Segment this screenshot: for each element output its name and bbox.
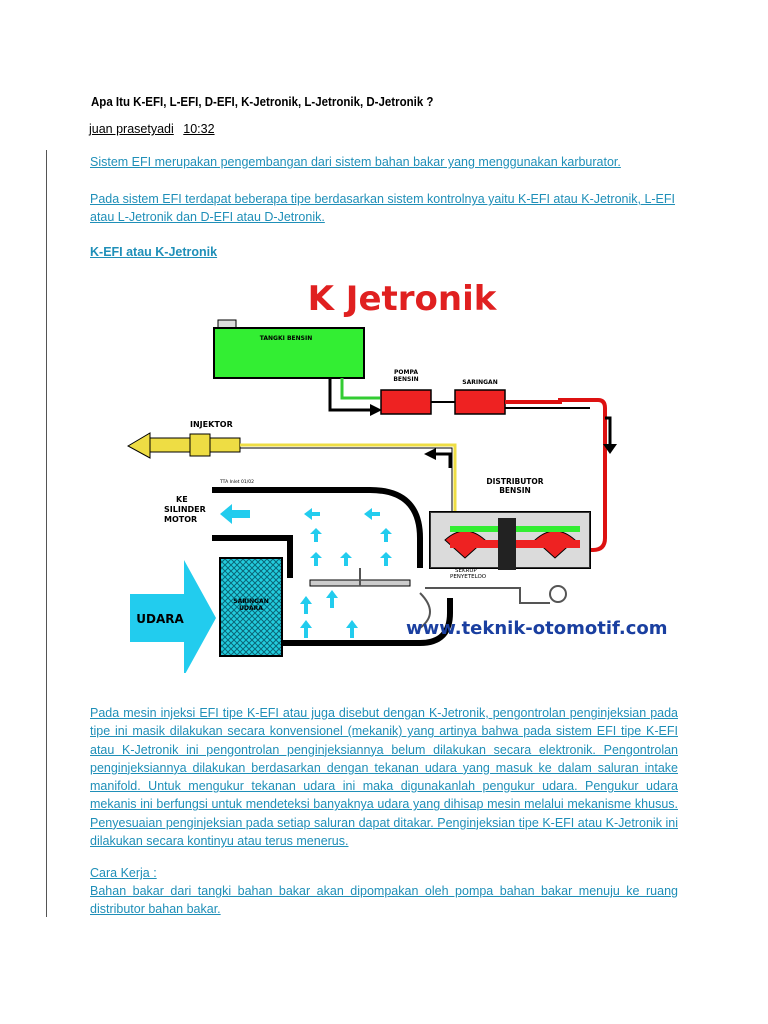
paragraph-cara-kerja[interactable]: Bahan bakar dari tangki bahan bakar akan… <box>90 884 678 917</box>
paragraph-k-efi[interactable]: Pada mesin injeksi EFI tipe K-EFI atau j… <box>90 706 678 849</box>
post-time[interactable]: 10:32 <box>183 122 215 136</box>
fuel-filter: SARINGAN <box>454 379 506 415</box>
airflow-arrows <box>220 504 392 638</box>
distributor-label-2: BENSIN <box>499 486 531 495</box>
engine-label-3: MOTOR <box>164 515 197 524</box>
throttle-label: TTA Inlet 01/02 <box>219 479 254 485</box>
filter-label: SARINGAN <box>462 379 497 386</box>
pump-label-2: BENSIN <box>393 376 418 383</box>
watermark: www.teknik-otomotif.com <box>406 618 668 639</box>
engine-label-2: SILINDER <box>164 505 206 514</box>
screw-label-2: PENYETELOO <box>450 574 487 580</box>
diagram-title: K Jetronik <box>308 279 498 319</box>
distributor-label-1: DISTRIBUTOR <box>486 477 543 486</box>
injector-label: INJEKTOR <box>190 420 233 429</box>
fuel-tank: TANGKI BENSIN <box>213 319 365 379</box>
air-label: UDARA <box>136 612 184 626</box>
paragraph-intro[interactable]: Sistem EFI merupakan pengembangan dari s… <box>90 155 621 169</box>
air-inlet-arrow: UDARA <box>130 560 216 673</box>
screw-label-1: SEKRUP <box>455 568 477 574</box>
paragraph-types[interactable]: Pada sistem EFI terdapat beberapa tipe b… <box>90 192 676 225</box>
tank-label: TANGKI BENSIN <box>260 335 312 342</box>
article-title: Apa Itu K-EFI, L-EFI, D-EFI, K-Jetronik,… <box>91 95 434 109</box>
author-link[interactable]: juan prasetyadi <box>89 122 174 136</box>
section-heading[interactable]: K-EFI atau K-Jetronik <box>90 245 218 259</box>
paragraph-cara-kerja-heading[interactable]: Cara Kerja : <box>90 866 157 880</box>
engine-label-1: KE <box>176 495 188 504</box>
pump-label-1: POMPA <box>394 369 418 376</box>
injector: INJEKTOR <box>126 420 241 459</box>
byline: juan prasetyadi 10:32 <box>89 122 215 136</box>
left-margin-rule <box>46 150 47 917</box>
air-filter-label-1: SARINGAN <box>233 598 268 605</box>
air-filter-label-2: UDARA <box>239 605 263 612</box>
